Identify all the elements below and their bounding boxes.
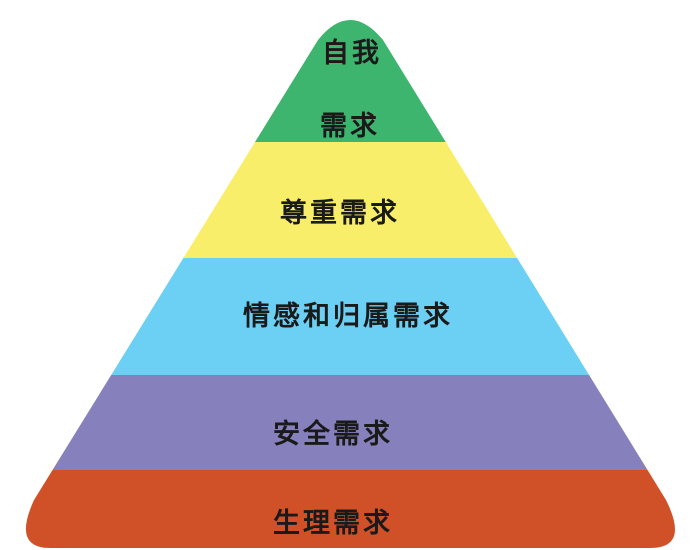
level-safety	[25, 375, 675, 470]
level-physiological	[25, 470, 675, 548]
level-label-esteem: 尊重需求	[280, 198, 400, 229]
level-label-self-actualization-line1: 自我	[322, 37, 382, 69]
level-label-physiological: 生理需求	[273, 508, 393, 539]
level-label-safety: 安全需求	[273, 418, 393, 450]
level-label-self-actualization-line2: 需求	[320, 111, 380, 142]
level-label-love-belonging: 情感和归属需求	[243, 300, 453, 332]
